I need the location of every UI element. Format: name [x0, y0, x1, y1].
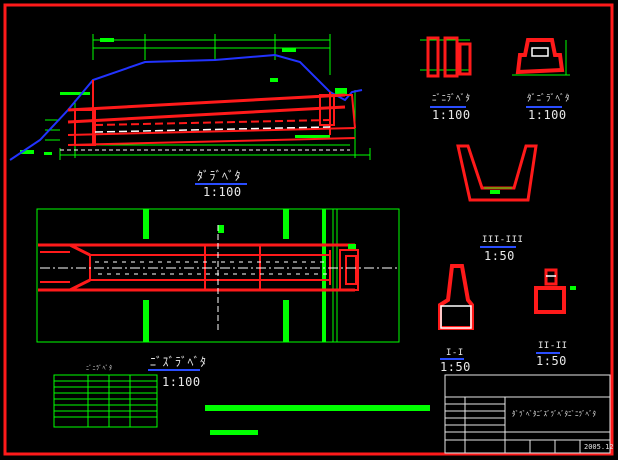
ground-line	[9, 53, 363, 161]
quantity-table-title: ﾆﾞﾆﾗﾞﾍﾞﾀ	[86, 365, 113, 372]
view-scale-section-a: 1:100	[432, 108, 471, 122]
title-block-drawing-name: ﾀﾞﾗﾞﾍﾞﾀﾆﾞｽﾞﾗﾞﾍﾞﾀﾆﾞﾆﾗﾞﾍﾞﾀ	[512, 410, 596, 418]
longitudinal-view[interactable]	[9, 34, 371, 161]
section-2-sketch[interactable]	[534, 268, 576, 314]
title-underline	[526, 106, 562, 108]
dim-marker	[100, 38, 114, 42]
dim-marker	[270, 78, 278, 82]
view-scale-plan: 1:100	[162, 375, 201, 389]
dim-marker	[282, 48, 296, 52]
section-1-sketch[interactable]	[438, 264, 474, 330]
section-a-sketch[interactable]	[420, 36, 472, 78]
view-title-section-b: ﾀﾞﾆﾞﾗﾞﾍﾞﾀ	[527, 94, 571, 104]
title-underline	[440, 358, 464, 360]
title-block-date: 2005.12	[584, 443, 614, 451]
title-underline	[536, 352, 560, 354]
view-title-section-3: III-III	[482, 235, 524, 245]
section-b-sketch[interactable]	[512, 38, 570, 76]
dim-marker	[335, 88, 347, 94]
drawing-frame	[3, 3, 614, 456]
view-title-section-a: ﾆﾞﾆﾗﾞﾍﾞﾀ	[432, 94, 471, 104]
view-title-section-2: II-II	[538, 341, 568, 351]
view-scale-section-3: 1:50	[484, 249, 515, 263]
dim-marker	[295, 135, 330, 138]
plan-view[interactable]	[36, 208, 400, 343]
plan-tick-marks	[143, 209, 326, 342]
quantity-table[interactable]	[53, 374, 158, 428]
title-block[interactable]	[444, 374, 611, 454]
notes-block	[205, 405, 430, 435]
view-scale-section-1: 1:50	[440, 360, 471, 374]
view-title-plan: ﾆﾞｽﾞﾗﾞﾍﾞﾀ	[150, 355, 207, 369]
title-underline	[148, 369, 200, 371]
section-3-sketch[interactable]	[456, 144, 538, 202]
flow-line	[94, 126, 331, 133]
view-title-section-1: I-I	[446, 348, 464, 358]
view-scale-section-2: 1:50	[536, 354, 567, 368]
title-underline	[480, 246, 516, 248]
dim-marker	[44, 152, 52, 155]
dim-marker	[20, 150, 34, 154]
view-scale-section-b: 1:100	[528, 108, 567, 122]
view-title-longitudinal: ﾀﾞﾗﾞﾍﾞﾀ	[197, 169, 242, 183]
plan-boundary	[36, 208, 400, 343]
plan-hatching	[95, 261, 327, 275]
dim-marker	[348, 244, 356, 249]
view-scale-longitudinal: 1:100	[203, 185, 242, 199]
dim-marker	[60, 92, 90, 95]
title-underline	[430, 106, 466, 108]
title-underline	[195, 183, 247, 185]
culvert-structure	[67, 80, 356, 146]
